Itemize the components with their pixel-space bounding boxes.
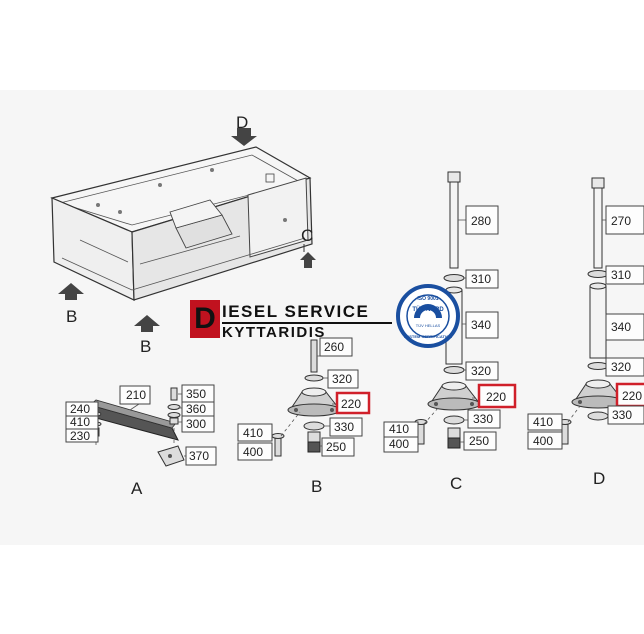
part-label-330d: 330	[612, 408, 632, 422]
part-label-300: 300	[186, 417, 206, 431]
section-label-c: C	[450, 474, 462, 493]
part-label-310c: 310	[471, 272, 491, 286]
part-label-330b: 330	[334, 420, 354, 434]
arrow-b-left-icon	[58, 283, 84, 300]
logo-underline	[222, 322, 392, 324]
part-label-350: 350	[186, 387, 206, 401]
arrow-b-bottom-icon	[134, 315, 160, 332]
part-label-250b: 250	[326, 440, 346, 454]
view-label-b-left: B	[66, 307, 77, 326]
part-label-400c: 400	[389, 437, 409, 451]
part-label-260: 260	[324, 340, 344, 354]
section-label-d: D	[593, 469, 605, 488]
part-label-320d: 320	[611, 360, 631, 374]
part-label-280: 280	[471, 214, 491, 228]
part-label-210: 210	[126, 388, 146, 402]
company-logo: D IESEL SERVICE KYTTARIDIS	[190, 300, 460, 346]
seal-emblem-icon	[414, 304, 442, 318]
part-label-400d: 400	[533, 434, 553, 448]
part-label-220b: 220	[341, 397, 361, 411]
part-label-370: 370	[189, 449, 209, 463]
part-label-310d: 310	[611, 268, 631, 282]
part-label-340d: 340	[611, 320, 631, 334]
part-label-360: 360	[186, 402, 206, 416]
part-label-410b: 410	[243, 426, 263, 440]
part-label-320b: 320	[332, 372, 352, 386]
certification-seal: ISO 9001 TÜV NORD TÜV HELLAS SYSTEM CERT…	[396, 284, 460, 348]
seal-middle-text: TÜV HELLAS	[416, 323, 441, 328]
arrow-d-icon	[231, 128, 257, 146]
seal-bottom-text: SYSTEM CERTIFICATION	[404, 334, 452, 339]
part-label-270: 270	[611, 214, 631, 228]
logo-line-1: IESEL SERVICE	[222, 302, 370, 321]
section-label-a: A	[131, 479, 143, 498]
assembly-b	[271, 339, 342, 457]
logo-line-2: KYTTARIDIS	[222, 324, 326, 341]
base-frame-drawing	[50, 146, 313, 301]
seal-top-text: ISO 9001	[417, 296, 438, 302]
part-label-220d: 220	[622, 389, 642, 403]
scanned-drawing-sheet	[0, 90, 644, 545]
part-label-400b: 400	[243, 445, 263, 459]
part-label-230: 230	[70, 429, 90, 443]
section-label-b: B	[311, 477, 322, 496]
part-label-410c: 410	[389, 422, 409, 436]
part-label-220c: 220	[486, 390, 506, 404]
view-label-c-top: C	[301, 226, 313, 245]
part-label-410d: 410	[533, 415, 553, 429]
view-label-d-top: D	[236, 113, 248, 132]
part-label-340c: 340	[471, 318, 491, 332]
part-label-330c: 330	[473, 412, 493, 426]
part-label-240: 240	[70, 402, 90, 416]
view-label-b-bottom: B	[140, 337, 151, 356]
part-label-320c: 320	[471, 364, 491, 378]
part-label-410a: 410	[70, 415, 90, 429]
seal-brand-text: TÜV NORD	[412, 306, 444, 313]
arrow-c-icon	[300, 252, 316, 268]
logo-mark: D	[190, 300, 220, 338]
view-arrows	[58, 128, 316, 332]
part-label-250c: 250	[469, 434, 489, 448]
